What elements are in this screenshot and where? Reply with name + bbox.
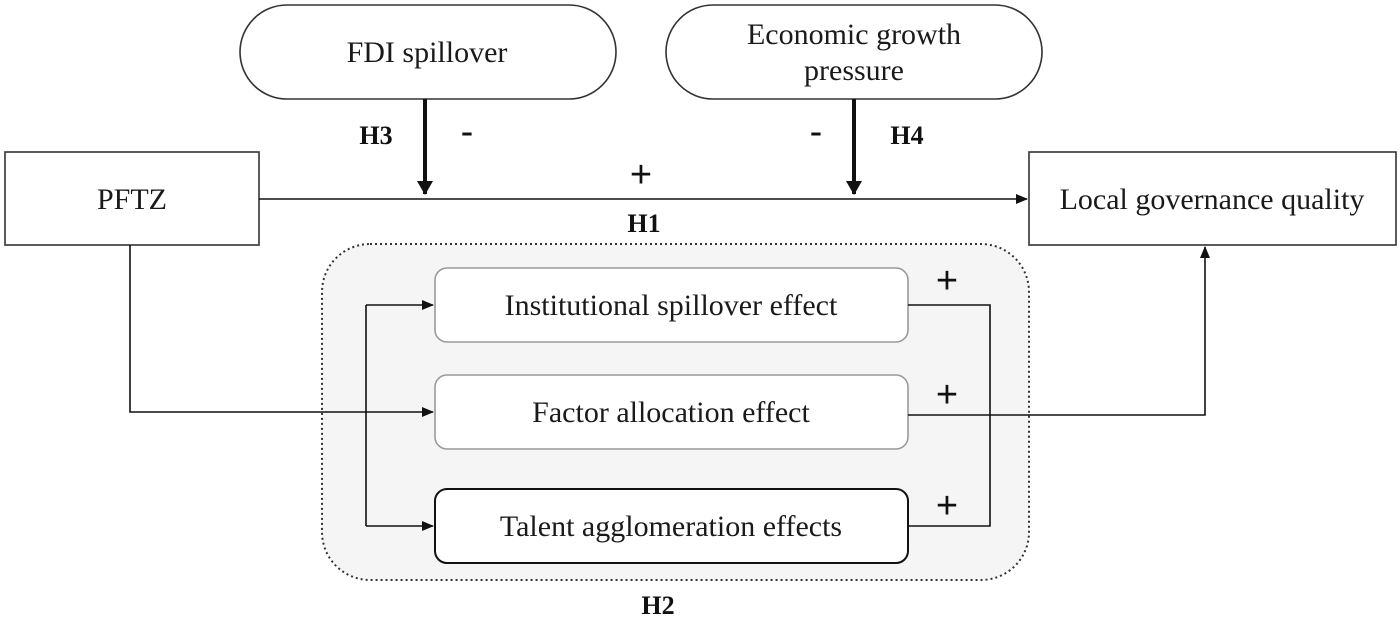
institutional-spillover-sign: + [936, 260, 958, 302]
h1-label: H1 [627, 209, 660, 238]
h3-label: H3 [359, 121, 392, 150]
h4-sign: - [810, 111, 823, 153]
talent-agglomeration-sign: + [936, 485, 958, 527]
economic-growth-pressure-label-line2: pressure [804, 54, 904, 87]
institutional-spillover-label: Institutional spillover effect [505, 289, 838, 322]
h2-label: H2 [641, 591, 674, 620]
factor-allocation-node [434, 374, 909, 450]
h1-sign: + [630, 154, 652, 196]
h4-label: H4 [890, 121, 923, 150]
fdi-spillover-node [239, 4, 617, 100]
h3-sign: - [461, 111, 474, 153]
fdi-spillover-label: FDI spillover [347, 36, 508, 69]
pftz-label: PFTZ [97, 183, 167, 216]
talent-agglomeration-label: Talent agglomeration effects [500, 510, 842, 543]
economic-growth-pressure-label-line1: Economic growth [747, 18, 961, 51]
factor-allocation-to-governance-arrow [908, 246, 1210, 416]
factor-allocation-sign: + [936, 374, 958, 416]
pftz-node [4, 151, 260, 246]
local-governance-quality-label: Local governance quality [1060, 183, 1365, 216]
local-governance-quality-node [1028, 151, 1397, 246]
pftz-to-factor-allocation-arrow [129, 245, 434, 417]
factor-allocation-label: Factor allocation effect [532, 396, 810, 429]
